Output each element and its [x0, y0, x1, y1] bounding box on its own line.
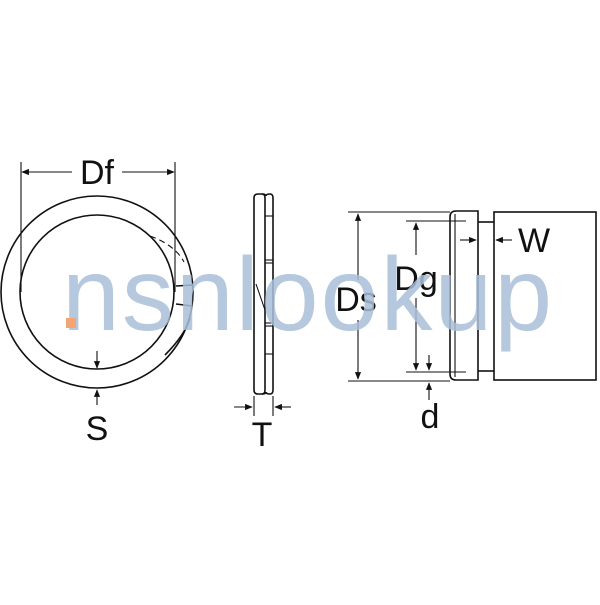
watermark-text: nsnlookup	[62, 237, 554, 353]
label-t: T	[252, 416, 273, 454]
spiral-gap-lines	[175, 284, 194, 307]
spiral-hidden-line	[149, 235, 185, 263]
label-ds: Ds	[335, 281, 377, 319]
front-view: Df S	[0, 154, 194, 448]
label-w: W	[518, 222, 550, 260]
label-df: Df	[80, 154, 115, 192]
spiral-overlap-line	[164, 317, 191, 356]
edge-view: T	[234, 193, 291, 454]
ring-inner-circle	[19, 214, 175, 370]
label-s: S	[86, 410, 109, 448]
label-d: d	[421, 398, 440, 436]
groove-section-view: Ds Dg d W	[335, 210, 597, 436]
label-dg: Dg	[394, 260, 437, 298]
watermark-dot	[66, 318, 76, 328]
ring-outer-circle	[0, 195, 194, 389]
watermark: nsnlookup	[62, 237, 554, 353]
